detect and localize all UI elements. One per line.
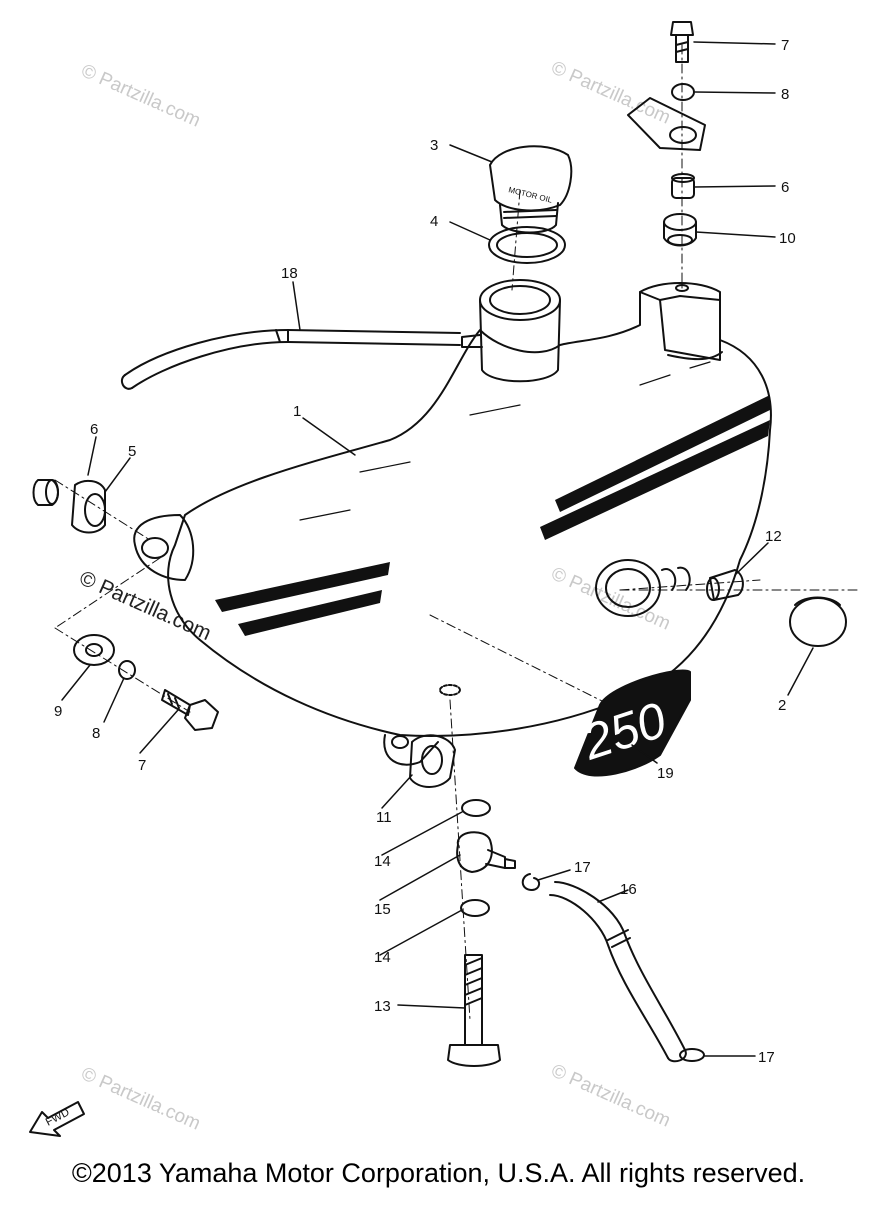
breather-hose — [121, 329, 461, 390]
callout-14-upper: 14 — [374, 853, 391, 870]
gasket — [488, 226, 566, 264]
callout-5: 5 — [128, 443, 136, 460]
callout-15: 15 — [374, 901, 391, 918]
washer-bottom — [73, 634, 115, 666]
callout-13: 13 — [374, 998, 391, 1015]
callout-9: 9 — [54, 703, 62, 720]
callout-7-top: 7 — [781, 37, 789, 54]
collar-left — [32, 479, 59, 506]
decal-250: 250 — [574, 669, 691, 777]
hose-clamp-upper — [521, 873, 540, 891]
oil-tank — [133, 279, 772, 766]
washer-upper — [461, 799, 491, 817]
tank-stripes — [215, 395, 770, 636]
union-fitting — [456, 831, 516, 873]
side-clip — [661, 566, 691, 591]
bolt-top — [670, 21, 694, 63]
callout-7-bottom: 7 — [138, 757, 146, 774]
leader-lines — [61, 41, 814, 1057]
cap-text: MOTOR OIL — [508, 185, 554, 205]
hose-clamp-lower — [679, 1048, 705, 1062]
callout-6-left: 6 — [90, 421, 98, 438]
oil-cap: MOTOR OIL — [489, 145, 573, 234]
callout-2: 2 — [778, 697, 786, 714]
washer-lower — [460, 899, 490, 917]
grommet-top — [663, 213, 697, 247]
decal-text: 250 — [575, 691, 673, 770]
drain-bolt — [447, 954, 501, 1067]
assembly-lines — [54, 44, 861, 1021]
watermark-1: © Partzilla.com — [78, 60, 204, 131]
callout-17-lower: 17 — [758, 1049, 775, 1066]
callout-8-top: 8 — [781, 86, 789, 103]
lock-washer-top — [671, 83, 695, 101]
bolt-bottom — [161, 689, 219, 731]
callout-4: 4 — [430, 213, 438, 230]
callout-10: 10 — [779, 230, 796, 247]
oil-hose — [549, 881, 687, 1063]
callout-18: 18 — [281, 265, 298, 282]
callout-12: 12 — [765, 528, 782, 545]
callout-11: 11 — [376, 809, 392, 826]
callout-16: 16 — [620, 881, 637, 898]
watermark-4: © Partzilla.com — [78, 1063, 204, 1134]
fwd-arrow: FWD — [29, 1101, 85, 1137]
callout-8-bottom: 8 — [92, 725, 100, 742]
grommet-lower — [409, 734, 456, 788]
callouts: 7 8 3 6 4 10 18 1 6 5 12 2 9 8 7 19 11 1… — [54, 37, 796, 1066]
tank-highlights — [299, 361, 711, 521]
callout-1: 1 — [293, 403, 301, 420]
plate-washer-top — [627, 97, 706, 151]
cap-plug — [789, 596, 847, 647]
watermark-2: © Partzilla.com — [548, 57, 674, 128]
copyright-notice: ©2013 Yamaha Motor Corporation, U.S.A. A… — [71, 1158, 806, 1188]
collar-right — [706, 569, 744, 601]
callout-19: 19 — [657, 765, 674, 782]
collar-top — [671, 173, 695, 199]
fwd-label: FWD — [44, 1106, 72, 1128]
callout-14-lower: 14 — [374, 949, 391, 966]
grommet-left — [71, 479, 106, 534]
callout-17-upper: 17 — [574, 859, 591, 876]
watermark-5: © Partzilla.com — [548, 1060, 674, 1131]
callout-6-top: 6 — [781, 179, 789, 196]
lock-washer-bottom — [118, 660, 136, 680]
callout-3: 3 — [430, 137, 438, 154]
